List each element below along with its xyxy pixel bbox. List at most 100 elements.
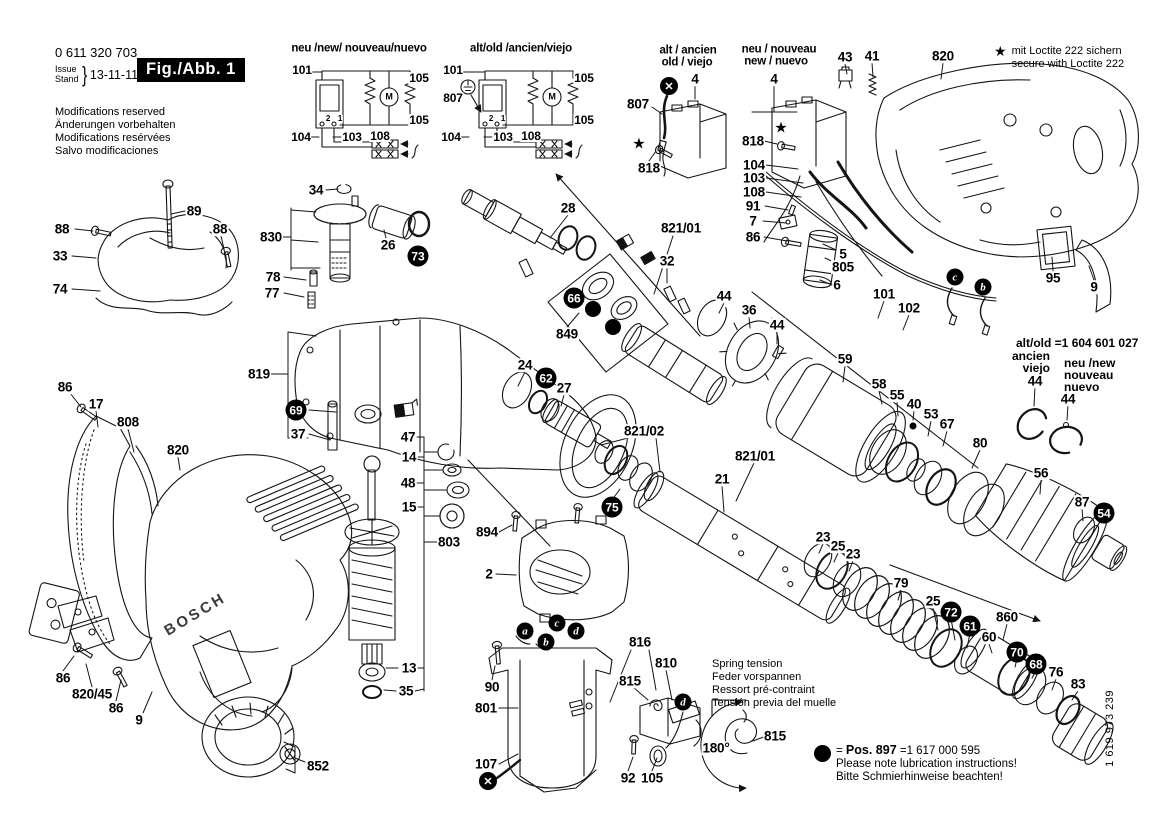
part-label-95: 95	[1044, 270, 1062, 286]
cap-54	[1091, 534, 1128, 572]
part-label-1: 1	[499, 114, 507, 123]
part-label-M: M	[384, 91, 394, 102]
part-label-108: 108	[742, 184, 766, 200]
old-ring-code: alt/old =1 604 601 027	[1016, 336, 1139, 350]
part-label-816: 816	[628, 634, 652, 650]
part-label-807: 807	[442, 91, 464, 105]
part-label-860: 860	[995, 609, 1019, 625]
strip-9	[1075, 239, 1112, 313]
part-label-103: 103	[742, 170, 766, 186]
modifications-block: Modifications reserved Änderungen vorbeh…	[55, 106, 175, 158]
label-plate-95	[1036, 225, 1076, 271]
badge-68: 68	[1025, 653, 1047, 675]
part-label-101: 101	[442, 63, 464, 77]
part-label-103: 103	[341, 130, 363, 144]
part-label-108: 108	[369, 129, 391, 143]
gear-15	[439, 503, 465, 529]
part-label-107: 107	[474, 756, 498, 772]
star-icon: ★	[994, 43, 1007, 59]
part-label-810: 810	[654, 655, 678, 671]
part-label-60: 60	[980, 629, 998, 645]
part-label-815: 815	[618, 673, 642, 689]
ring-25b	[929, 628, 963, 668]
badge-73: 73	[407, 245, 429, 267]
spring-line: Ressort pré-contraint	[712, 684, 815, 696]
piston-27	[542, 398, 612, 450]
part-label-92: 92	[619, 770, 637, 786]
part-label-88: 88	[211, 221, 229, 237]
part-label-6: 6	[832, 277, 842, 293]
star-icon: ★	[774, 119, 788, 137]
cable-thick	[836, 160, 914, 254]
part-label-59: 59	[836, 351, 854, 367]
part-label-821-01: 821/01	[659, 220, 703, 236]
key-44b	[771, 344, 785, 360]
spring-tension-diagram	[700, 698, 758, 793]
o-ring-73	[407, 210, 431, 238]
part-label-23: 23	[844, 546, 862, 562]
part-label-2: 2	[487, 114, 495, 123]
part-label-2: 2	[324, 114, 332, 123]
part-label-36: 36	[740, 302, 758, 318]
ring-80b	[963, 483, 1005, 537]
part-label-105: 105	[408, 71, 430, 85]
part-label-67: 67	[938, 416, 956, 432]
screw-86-handle	[76, 403, 98, 421]
part-label-alt-ancien: alt / ancien	[658, 44, 718, 57]
part-label-47: 47	[399, 429, 417, 445]
brush-assembly-816	[639, 697, 702, 767]
axis-line-stator	[467, 459, 551, 547]
brace: }	[81, 62, 87, 87]
part-label-820: 820	[931, 48, 955, 64]
part-label-13: 13	[400, 660, 418, 676]
letter-badge-b: b	[974, 278, 992, 296]
part-label-801: 801	[474, 700, 498, 716]
pin-91	[788, 204, 796, 216]
part-label-44: 44	[1059, 391, 1077, 407]
schematic-old	[460, 70, 583, 159]
part-label-7: 7	[748, 213, 758, 229]
part-label-24: 24	[516, 357, 534, 373]
loctite-de: mit Loctite 222 sichern	[1011, 45, 1122, 57]
tube-821-01	[621, 323, 727, 405]
part-label-86: 86	[744, 229, 762, 245]
screw-86-bl2	[112, 666, 128, 688]
ring-23b	[832, 562, 862, 598]
screw-88-left	[90, 225, 112, 237]
stand-label: Stand	[55, 74, 79, 84]
screw-88-right	[220, 246, 232, 268]
part-label-807: 807	[626, 96, 650, 112]
bracket-820-45	[28, 582, 115, 653]
part-label-25: 25	[924, 593, 942, 609]
part-label-74: 74	[51, 281, 69, 297]
spring-line: Tensión previa del muelle	[712, 697, 837, 709]
screw-92	[629, 735, 639, 755]
part-label-53: 53	[922, 406, 940, 422]
part-label-old-viejo: old / viejo	[660, 56, 714, 69]
stator-2	[515, 515, 629, 651]
part-label-105: 105	[640, 770, 664, 786]
badge-75: 75	[601, 496, 623, 518]
letter-badge-d: d	[567, 622, 585, 640]
star-icon: ★	[632, 135, 646, 153]
part-label-40: 40	[905, 396, 923, 412]
black-dot-icon	[585, 301, 601, 317]
part-label-28: 28	[559, 200, 577, 216]
part-label-2: 2	[484, 566, 494, 582]
part-label-88: 88	[53, 221, 71, 237]
part-label-32: 32	[658, 253, 676, 269]
part-label-849: 849	[555, 326, 579, 342]
o-ring	[575, 235, 597, 261]
bracket-7	[778, 214, 798, 230]
pinion-26	[368, 204, 416, 240]
ring-40	[906, 458, 926, 482]
axis-line-right	[751, 291, 979, 469]
gear-830	[313, 183, 367, 283]
lubrication-en: Please note lubrication instructions!	[836, 758, 1017, 770]
part-label-44: 44	[715, 288, 733, 304]
badge-54: 54	[1093, 502, 1115, 524]
part-label-820-45: 820/45	[70, 686, 114, 702]
part-label-80: 80	[971, 435, 989, 451]
